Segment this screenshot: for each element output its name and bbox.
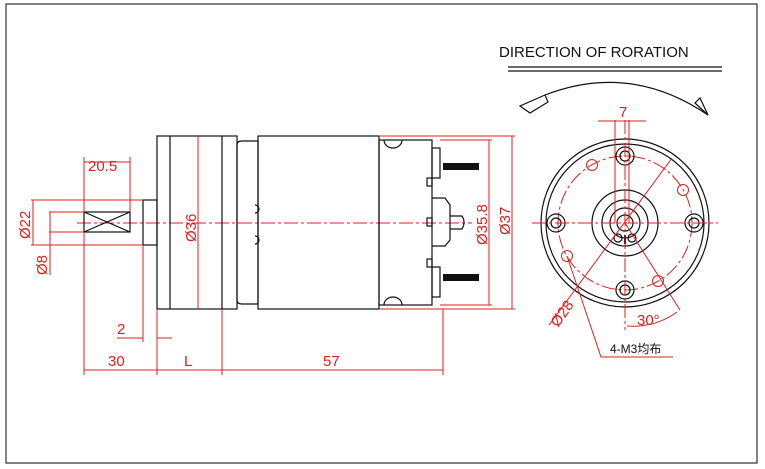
dim-pcd: Ø28 <box>547 297 577 330</box>
terminal <box>443 163 479 170</box>
dim-shaft-len: 30 <box>108 353 125 370</box>
terminal <box>443 274 479 281</box>
holes-note: 4-M3均布 <box>610 342 661 356</box>
rotation-arrow <box>544 81 709 116</box>
dim-shaft-dia: Ø8 <box>34 255 51 275</box>
shaft-key <box>83 211 131 233</box>
dim-collar-len: 2 <box>117 321 125 338</box>
side-dimensions: 20.5 Ø22 Ø8 Ø36 Ø35.8 Ø37 2 30 L 57 <box>17 135 515 375</box>
dim-gearbox-len: L <box>184 353 192 370</box>
frame-border <box>5 3 758 464</box>
dim-motor-dia: Ø35.8 <box>474 204 491 245</box>
dim-key-length: 20.5 <box>88 158 117 175</box>
dim-flat-width: 7 <box>619 104 627 121</box>
end-view: DIRECTION OF RORATION 7 Ø28 30° 4-M3均布 <box>499 44 722 358</box>
dim-motor-len: 57 <box>323 353 340 370</box>
dim-collar-dia: Ø22 <box>17 211 34 239</box>
dim-gearbox-dia: Ø36 <box>183 214 200 242</box>
dim-overall-dia: Ø37 <box>497 207 514 235</box>
dim-angle: 30° <box>637 312 660 329</box>
side-view <box>77 135 479 310</box>
rotation-title: DIRECTION OF RORATION <box>499 44 689 61</box>
